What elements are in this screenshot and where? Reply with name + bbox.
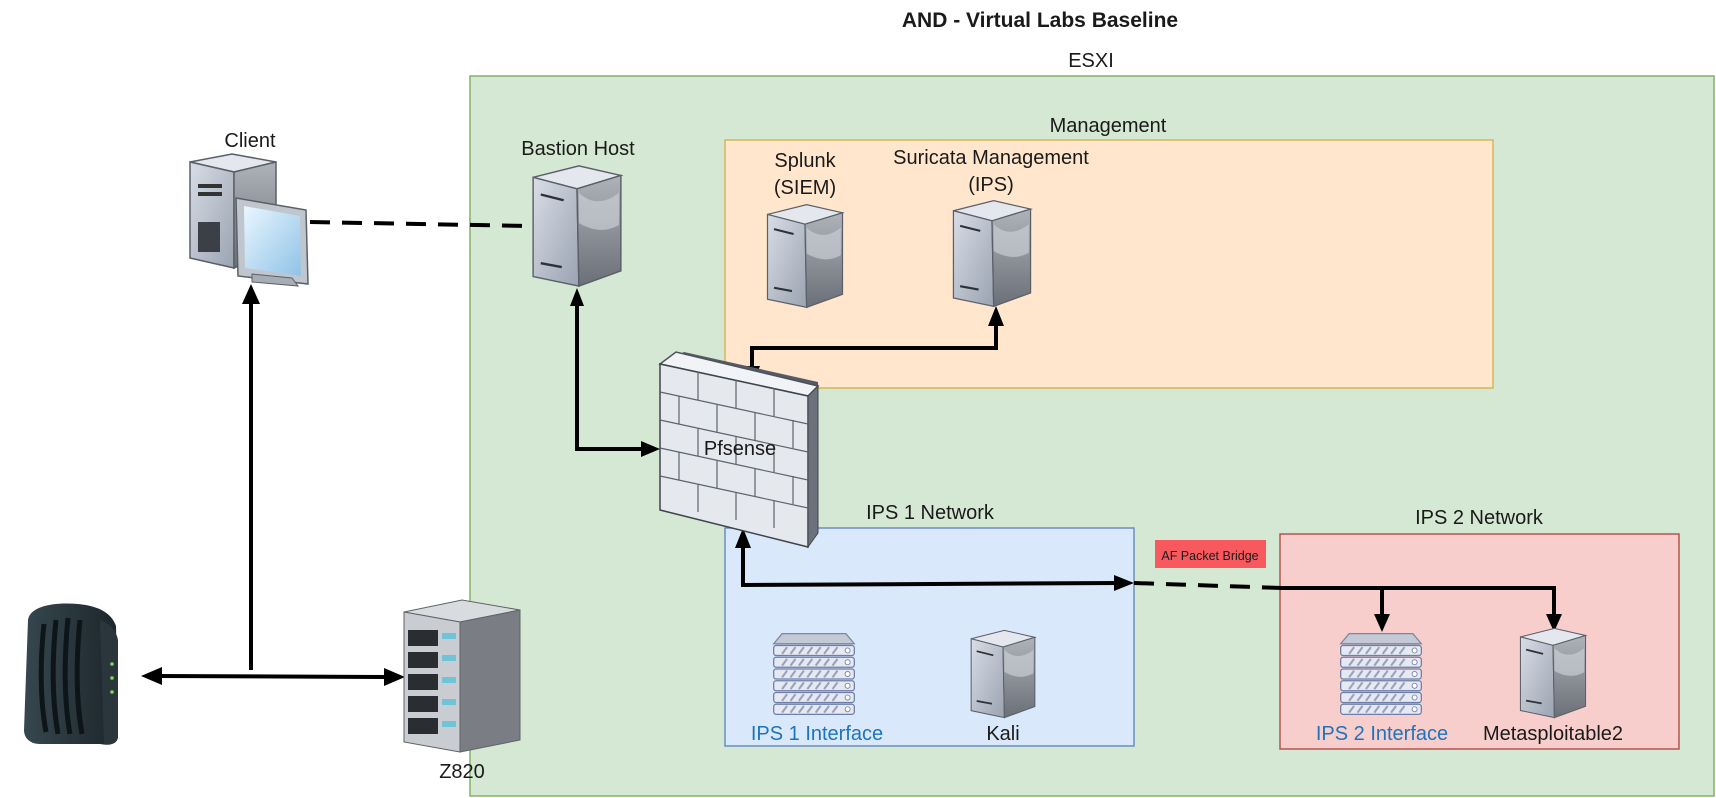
pfsense-label: Pfsense (704, 438, 776, 460)
ips2-interface-label: IPS 2 Interface (1316, 723, 1448, 745)
client-label: Client (224, 130, 276, 152)
ips2-bus-link (1280, 586, 1556, 618)
server-tower-icon (1519, 627, 1587, 719)
kali-label: Kali (986, 723, 1019, 745)
desktop-computer-icon (189, 153, 309, 287)
management-label: Management (1050, 115, 1167, 137)
server-tower-icon (531, 164, 623, 288)
connectors (155, 220, 1556, 679)
diagram-title: AND - Virtual Labs Baseline (902, 9, 1178, 32)
esxi-label: ESXI (1068, 50, 1114, 72)
pfsense-suricata-link (750, 320, 998, 370)
bastion-pfsense-link (575, 302, 644, 451)
ips2-network-label: IPS 2 Network (1415, 507, 1544, 529)
ips1-network-label: IPS 1 Network (866, 502, 995, 524)
server-tower-icon (952, 199, 1032, 308)
ips2-network-container (1279, 533, 1680, 750)
server-rack-icon (403, 599, 521, 753)
rack-server-icon (1339, 632, 1423, 716)
splunk-label-line1: Splunk (774, 150, 836, 172)
splunk-label-line2: (SIEM) (774, 177, 836, 199)
client-bastion-link (309, 220, 531, 228)
pfsense-ips1-link (741, 543, 1121, 588)
firewall-brick-wall-icon (658, 351, 820, 549)
ips1-interface-label: IPS 1 Interface (751, 723, 883, 745)
suricata-label-line1: Suricata Management (893, 147, 1089, 169)
z820-label: Z820 (439, 761, 485, 783)
af-packet-bridge-link (1133, 581, 1283, 590)
modem-z820-link (155, 674, 391, 679)
af-packet-bridge-label: AF Packet Bridge (1161, 549, 1258, 563)
suricata-label-line2: (IPS) (968, 174, 1014, 196)
metasploitable-label: Metasploitable2 (1483, 723, 1623, 745)
bastion-host-label: Bastion Host (521, 138, 635, 160)
rack-server-icon (772, 632, 856, 716)
af-packet-bridge-badge (1155, 540, 1266, 568)
server-tower-icon (766, 203, 844, 309)
server-tower-icon (970, 629, 1036, 719)
cable-modem-icon (24, 603, 118, 745)
